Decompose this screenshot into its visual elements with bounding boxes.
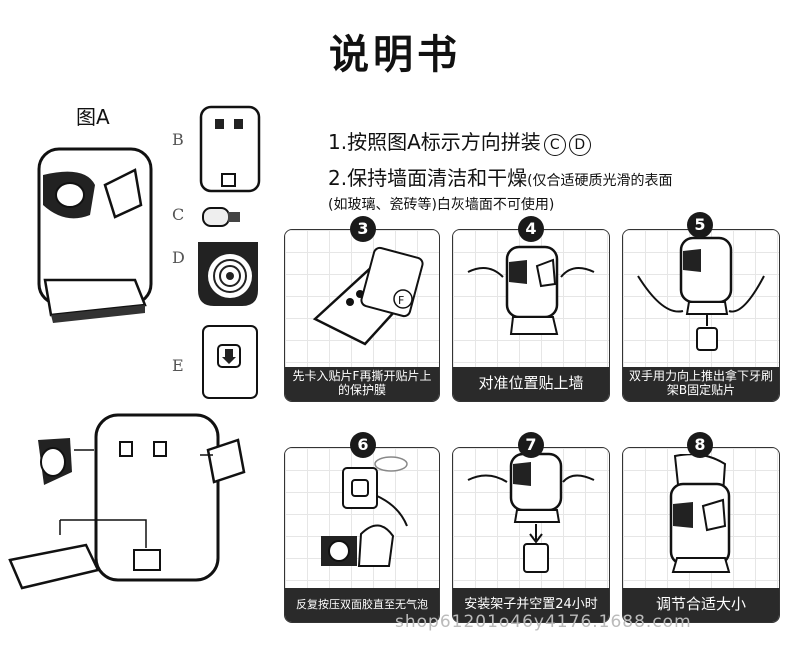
step-4-illustration <box>467 245 595 335</box>
part-e-sticker <box>202 325 258 399</box>
step-3-caption: 先卡入贴片F再撕开贴片上的保护膜 <box>285 367 439 401</box>
mark-c: C <box>543 134 566 156</box>
step-5-panel: 双手用力向上推出拿下牙刷架B固定贴片 <box>622 229 780 402</box>
part-c-letter: C <box>172 205 185 224</box>
step-6-panel: 反复按压双面胶直至无气泡 <box>284 447 440 623</box>
step-8-badge: 8 <box>687 432 713 458</box>
step-4-caption: 对准位置贴上墙 <box>453 367 609 401</box>
step-8-caption: 调节合适大小 <box>623 588 779 622</box>
instruction-2-note: (仅合适硬质光滑的表面 <box>527 173 673 189</box>
mark-d: D <box>568 134 591 156</box>
exploded-assembly-illustration <box>8 413 246 590</box>
step-3-marker: F <box>398 294 404 307</box>
part-d-letter: D <box>172 248 185 267</box>
part-c-clip <box>202 207 240 227</box>
instruction-1-text: 1.按照图A标示方向拼装 <box>328 130 541 154</box>
step-6-illustration <box>321 456 408 567</box>
step-4-panel: 对准位置贴上墙 <box>452 229 610 402</box>
step-5-illustration <box>637 236 765 351</box>
instruction-line-3: (如玻璃、瓷砖等)白灰墙面不可使用) <box>328 197 555 213</box>
step-4-badge: 4 <box>518 216 544 242</box>
store-watermark: shop61201o46y4176.1688.com <box>395 612 692 632</box>
step-6-caption: 反复按压双面胶直至无气泡 <box>285 588 439 622</box>
instruction-line-2: 2.保持墙面清洁和干燥(仅合适硬质光滑的表面 <box>328 162 673 191</box>
step-7-caption: 安装架子并空置24小时 <box>453 588 609 622</box>
step-5-badge: 5 <box>687 212 713 238</box>
step-8-illustration <box>669 454 731 573</box>
step-3-badge: 3 <box>350 216 376 242</box>
step-3-panel: F 先卡入贴片F再撕开贴片上的保护膜 <box>284 229 440 402</box>
step-7-panel: 安装架子并空置24小时 <box>452 447 610 623</box>
step-7-badge: 7 <box>518 432 544 458</box>
page-title: 说明书 <box>329 32 461 78</box>
part-d-cup <box>198 242 258 306</box>
step-6-badge: 6 <box>350 432 376 458</box>
step-5-caption: 双手用力向上推出拿下牙刷架B固定贴片 <box>623 367 779 401</box>
part-e-letter: E <box>172 356 184 375</box>
step-8-panel: 调节合适大小 <box>622 447 780 623</box>
step-7-illustration <box>467 452 595 573</box>
instruction-2-text: 2.保持墙面清洁和干燥 <box>328 166 528 190</box>
holder-assembled-illustration <box>37 147 153 323</box>
figure-a-label: 图A <box>76 105 110 129</box>
part-b-backplate <box>199 105 261 193</box>
part-b-letter: B <box>172 130 184 149</box>
step-3-illustration: F <box>312 246 424 346</box>
